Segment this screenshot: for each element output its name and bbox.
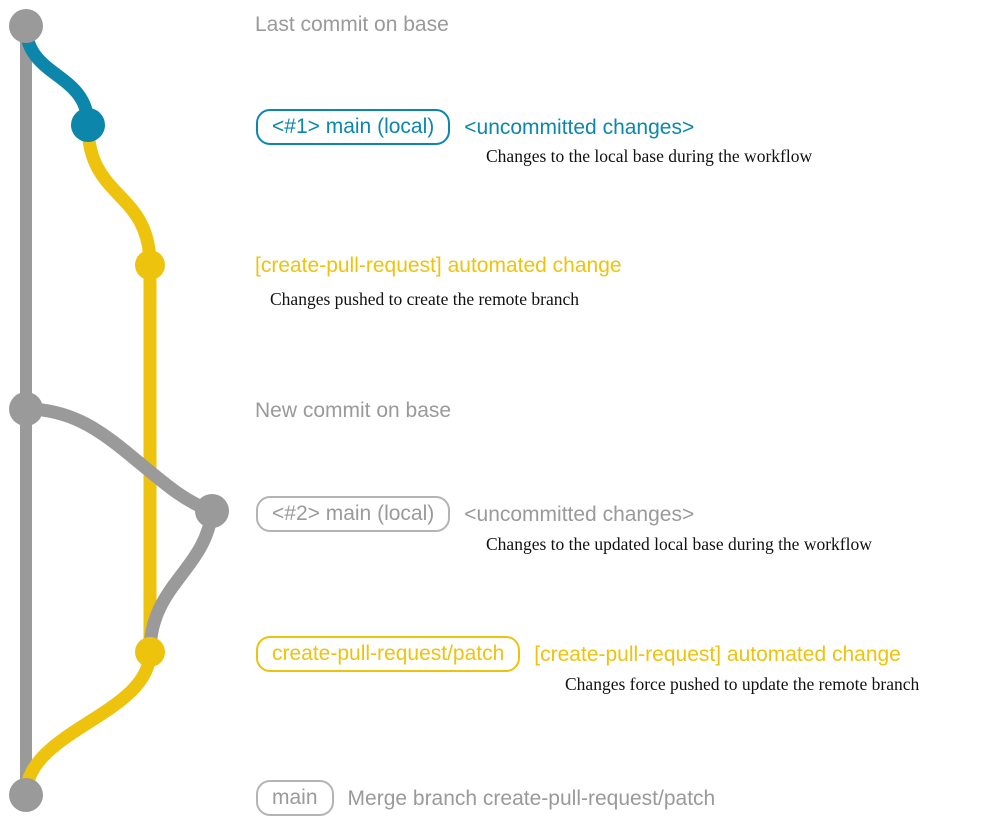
commit-description-local-change-2: Changes to the updated local base during…	[486, 534, 872, 554]
commit-description-automated-change-2: Changes force pushed to update the remot…	[565, 674, 920, 694]
commit-row-local-change-1: <#1> main (local) <uncommitted changes>	[256, 109, 694, 145]
commit-node-local-1[interactable]	[71, 108, 105, 142]
commit-node-patch-2[interactable]	[135, 637, 165, 667]
commit-row-local-change-2: <#2> main (local) <uncommitted changes>	[256, 496, 694, 532]
commit-subject-automated-change-1: [create-pull-request] automated change	[255, 254, 622, 277]
commit-description-local-change-1: Changes to the local base during the wor…	[486, 146, 813, 166]
branch-tag-main-local-2[interactable]: <#2> main (local)	[256, 496, 451, 532]
commit-node-patch-1[interactable]	[135, 250, 165, 280]
commit-node-base-3[interactable]	[9, 778, 43, 812]
commit-node-base-2[interactable]	[9, 392, 43, 426]
commit-subject-local-change-1: <uncommitted changes>	[464, 115, 695, 139]
edge-local1-to-patch1	[81, 118, 157, 272]
edge-base1-to-local1	[19, 19, 95, 132]
branch-tag-main-local-1[interactable]: <#1> main (local)	[256, 109, 451, 145]
branch-tag-main[interactable]: main	[256, 780, 334, 816]
branch-tag-create-pull-request-patch[interactable]: create-pull-request/patch	[256, 636, 521, 672]
heading-last-commit-on-base: Last commit on base	[255, 13, 449, 36]
edge-local2-to-patch2	[143, 504, 219, 659]
commit-subject-merge-commit: Merge branch create-pull-request/patch	[347, 786, 716, 810]
commit-row-automated-change-2: create-pull-request/patch [create-pull-r…	[256, 636, 901, 672]
commit-subject-automated-change-2: [create-pull-request] automated change	[534, 642, 901, 666]
commit-row-automated-change-1: [create-pull-request] automated change	[255, 255, 622, 276]
edge-base2-to-local2	[19, 402, 219, 518]
edge-patch2-to-base3	[19, 645, 157, 802]
commit-row-merge-commit: main Merge branch create-pull-request/pa…	[256, 780, 715, 816]
heading-new-commit-on-base: New commit on base	[255, 399, 452, 422]
commit-node-base-1[interactable]	[9, 9, 43, 43]
commit-subject-local-change-2: <uncommitted changes>	[464, 502, 695, 526]
commit-node-local-2[interactable]	[195, 494, 229, 528]
commit-description-automated-change-1: Changes pushed to create the remote bran…	[270, 289, 580, 309]
